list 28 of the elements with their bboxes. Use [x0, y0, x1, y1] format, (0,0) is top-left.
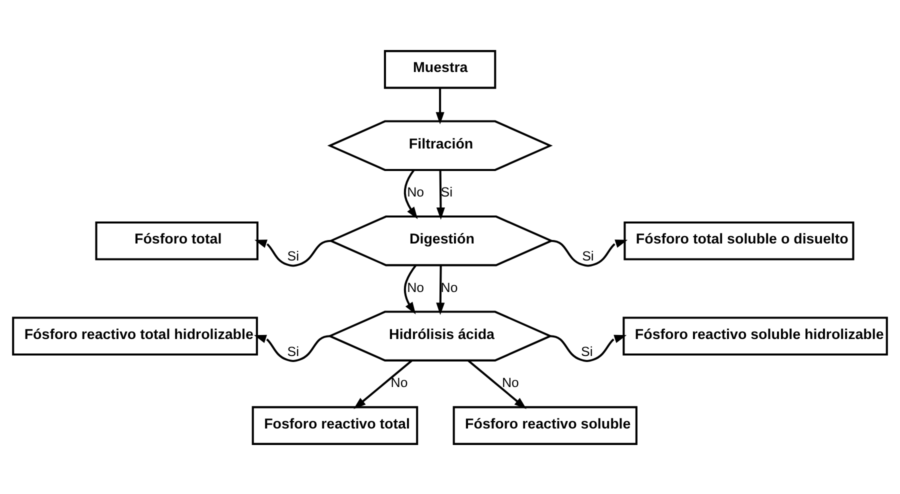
edge-label: Si	[287, 248, 300, 264]
edge-label: Si	[440, 184, 453, 200]
edge-label: No	[407, 279, 424, 294]
edge-label: No	[502, 374, 519, 390]
edge-label: No	[390, 374, 408, 390]
arrow	[436, 264, 445, 314]
node-box: Fósforo reactivo soluble hidrolizable	[622, 316, 888, 355]
node-box: Fosforo reactivo total	[252, 406, 418, 444]
edge-label: Si	[582, 248, 594, 264]
arrow	[550, 334, 627, 362]
arrow	[551, 239, 628, 266]
arrow	[436, 88, 444, 124]
arrow	[354, 359, 413, 409]
node-box: Fósforo total	[95, 220, 258, 260]
arrow	[467, 359, 526, 409]
arrow	[404, 168, 418, 219]
arrow	[436, 170, 446, 220]
node-box: Fósforo reactivo soluble	[452, 406, 638, 444]
edge-label: Si	[581, 343, 593, 358]
node-box: Fósforo reactivo total hidrolizable	[12, 316, 258, 355]
arrow	[404, 264, 417, 314]
arrow	[254, 239, 331, 266]
node-box: Fósforo total soluble o disuelto	[624, 220, 854, 260]
edge-label: No	[440, 279, 458, 294]
node-box: Muestra	[384, 50, 496, 88]
arrow	[254, 334, 330, 362]
edge-label: Si	[287, 343, 300, 358]
edge-label: No	[407, 184, 424, 200]
